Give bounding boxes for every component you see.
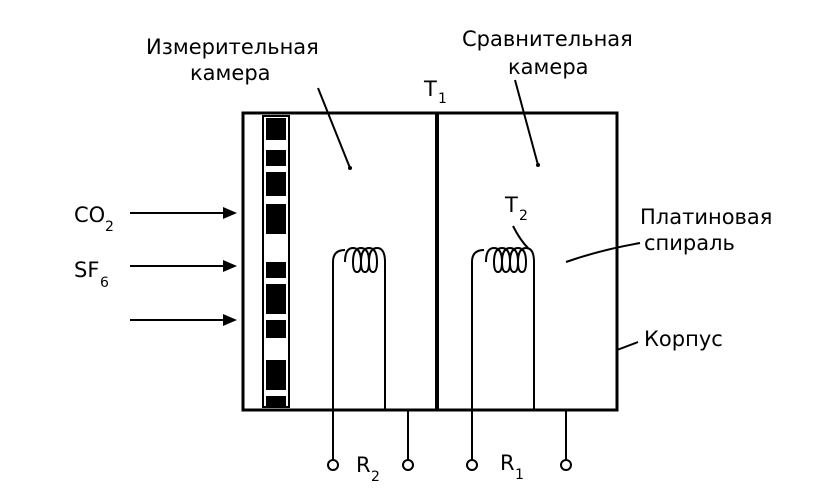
arrow-head-icon [223, 314, 237, 326]
arrow-head-icon [223, 260, 237, 272]
arrow-head-icon [223, 207, 237, 219]
r2-subscript: 2 [371, 469, 380, 485]
platinum-spiral-label-2: спираль [644, 231, 735, 255]
measuring-leader [317, 87, 351, 169]
terminal [327, 459, 339, 471]
housing-leader [616, 341, 639, 351]
reference-chamber-label-2: камера [508, 55, 589, 79]
t2-leader [512, 225, 529, 249]
measuring-coil [332, 246, 386, 410]
sf6-label: SF [74, 258, 99, 282]
r1-subscript: 1 [515, 467, 524, 483]
filter-pattern [266, 118, 286, 406]
t1-label: T [423, 77, 437, 101]
terminal [402, 459, 414, 471]
terminals [327, 459, 572, 471]
gas-inlet-arrows [223, 163, 540, 326]
filter-strip [262, 115, 290, 408]
spiral-leader [565, 242, 641, 263]
platinum-spiral-label: Платиновая [640, 205, 772, 229]
reference-chamber-label: Сравнительная [462, 27, 633, 51]
r1-label: R [500, 451, 515, 475]
terminal [560, 459, 572, 471]
co2-subscript: 2 [105, 219, 114, 235]
measuring-chamber-label: Измерительная [146, 35, 319, 59]
measuring-chamber-label-2: камера [190, 61, 271, 85]
housing-box [241, 111, 619, 412]
t2-label: T [504, 193, 518, 217]
housing-label: Корпус [644, 327, 723, 351]
terminal [466, 459, 478, 471]
sf6-subscript: 6 [100, 275, 109, 291]
t1-subscript: 1 [438, 91, 447, 107]
r2-label: R [356, 453, 371, 477]
t2-subscript: 2 [519, 208, 528, 224]
reference-leader [514, 79, 539, 166]
co2-label: CO [74, 203, 105, 227]
reference-coil [471, 246, 535, 410]
